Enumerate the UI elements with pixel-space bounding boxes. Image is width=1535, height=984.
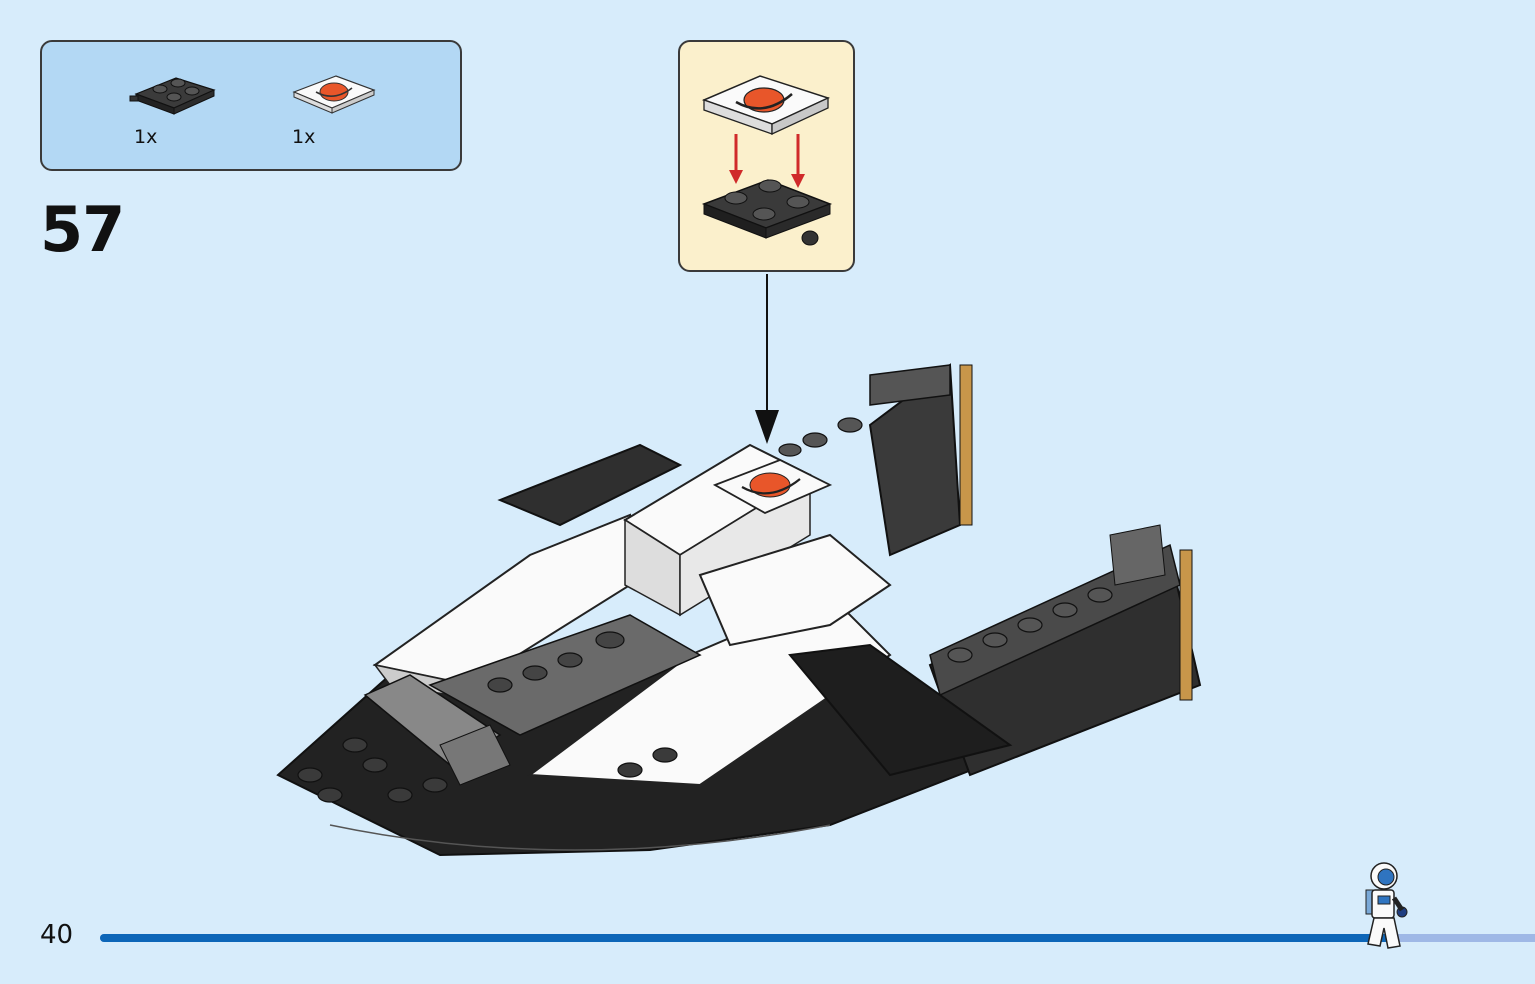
dark-tail-slope [788,643,1013,777]
left-wing [497,443,683,527]
page-number: 40 [40,920,74,950]
sub-assembly-callout [678,40,855,272]
step-number: 57 [40,193,125,266]
cockpit-interior [428,614,702,736]
parts-list-callout: 1x 1x [40,40,462,171]
spaceship-model-illustration [276,363,1202,857]
callout-connector-line [766,274,768,414]
right-white-fairing [527,593,892,787]
part-quantity: 1x [292,126,316,148]
part-plate-2x2-with-pin [128,66,218,116]
placement-arrows-icon [729,134,805,188]
dark-grey-plate-2x2-with-pin-icon [129,77,216,115]
part-quantity: 1x [134,126,158,148]
white-tile-2x2-planet-decoration-icon [292,75,376,114]
astronaut-minifigure-icon [1365,862,1408,949]
sub-assembly-diagram [701,75,833,246]
placement-arrow-icon [755,410,779,444]
progress-bar-fill [100,934,1392,942]
part-tile-2x2-decorated [288,70,378,116]
